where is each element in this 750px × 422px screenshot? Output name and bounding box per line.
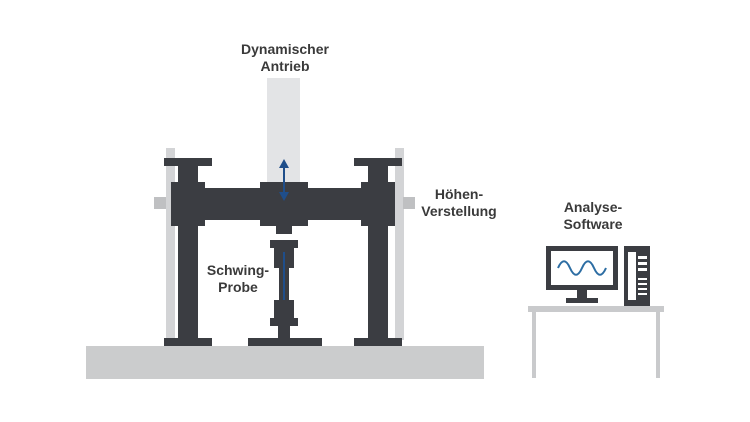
label-drive-line1: Dynamischer [241,41,329,57]
signal-wave-icon [557,260,607,276]
computer-table [528,306,664,378]
column-left [164,158,212,346]
label-specimen-line1: Schwing- [207,262,270,278]
piston-rod [276,226,292,234]
label-drive-line2: Antrieb [261,58,310,74]
height-pin-right [403,197,415,209]
guide-rod-left [166,148,175,340]
pc-tower [624,246,650,306]
label-height-line1: Höhen- [435,186,484,202]
column-right [354,158,402,346]
monitor [546,246,618,303]
base-platform [86,346,484,379]
label-specimen-line2: Probe [218,279,258,295]
guide-rod-right [395,148,404,340]
label-height-line2: Verstellung [421,203,496,219]
label-software-line1: Analyse- [564,199,623,215]
label-software-line2: Software [563,216,622,232]
up-down-arrow [279,159,289,201]
height-pin-left [154,197,166,209]
lower-clamp [248,300,322,346]
